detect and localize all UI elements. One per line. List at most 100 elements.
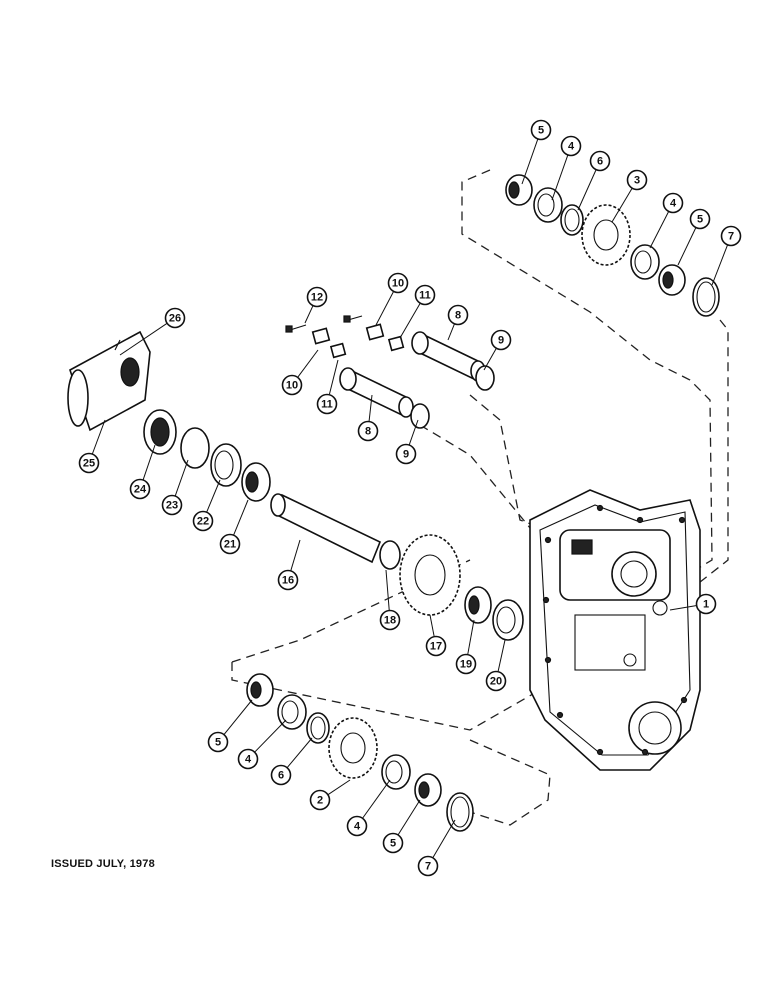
callout-circle — [662, 192, 684, 214]
leader-line — [429, 614, 435, 637]
callout-circle — [219, 533, 241, 555]
leader-line — [551, 155, 569, 201]
leader-line — [92, 419, 106, 454]
callout-number: 21 — [224, 539, 236, 551]
lower-gear-train — [246, 673, 474, 832]
leader-line — [375, 291, 394, 326]
callout-c10b: 10 — [281, 349, 319, 396]
leader-line — [254, 719, 287, 753]
callout-circle — [164, 307, 186, 329]
callout-circle — [455, 653, 477, 675]
seal-ring-7b — [446, 792, 474, 832]
callout-number: 16 — [282, 575, 294, 587]
leader-line — [447, 324, 455, 341]
leader-line — [711, 245, 728, 286]
dashed-reference-lines — [231, 169, 729, 826]
callout-number: 6 — [597, 156, 603, 168]
callout-circle — [192, 510, 214, 532]
callout-c5c: 5 — [207, 699, 253, 753]
callout-number: 5 — [538, 125, 544, 137]
callout-c9b: 9 — [395, 419, 419, 465]
callout-number: 18 — [384, 615, 396, 627]
callout-c7b: 7 — [417, 819, 456, 877]
callout-c4d: 4 — [346, 779, 391, 837]
callout-c18: 18 — [379, 569, 401, 631]
leader-line — [206, 479, 221, 512]
callout-c5a: 5 — [521, 119, 552, 185]
seal-ring-7a — [692, 277, 720, 317]
upper-gear-train — [505, 174, 720, 317]
callout-c11a: 11 — [399, 284, 436, 339]
leader-line — [233, 499, 249, 535]
bearing-cone-5d — [414, 773, 442, 807]
callout-c8a: 8 — [447, 304, 469, 341]
bearing-cone-19 — [464, 586, 492, 624]
callout-number: 25 — [83, 458, 95, 470]
callout-circle — [387, 272, 409, 294]
screw-26 — [114, 339, 121, 351]
bearing-cup-20 — [492, 599, 524, 641]
callout-number: 4 — [354, 821, 361, 833]
callout-circle — [720, 225, 742, 247]
callout-c1: 1 — [669, 593, 717, 615]
callout-c12: 12 — [304, 286, 328, 324]
callout-circle — [382, 832, 404, 854]
callout-circle — [306, 286, 328, 308]
leader-line — [362, 779, 391, 819]
callout-number: 9 — [403, 449, 409, 461]
callout-circle — [316, 393, 338, 415]
leader-line — [119, 323, 167, 356]
bearing-cup-22 — [210, 443, 242, 487]
leader-line — [611, 188, 633, 223]
leader-line — [397, 799, 421, 835]
callout-circle — [560, 135, 582, 157]
shaft-8b — [339, 367, 414, 418]
callout-number: 11 — [321, 399, 333, 411]
callout-circle — [161, 494, 183, 516]
callout-c11b: 11 — [316, 359, 339, 415]
bearing-cup-4d — [381, 754, 411, 790]
callout-number: 8 — [365, 426, 371, 438]
plate-10b — [365, 323, 385, 341]
callout-circle — [414, 284, 436, 306]
callout-c4a: 4 — [551, 135, 582, 201]
issued-date: ISSUED JULY, 1978 — [51, 858, 155, 870]
callout-number: 6 — [278, 770, 284, 782]
plate-10a — [311, 327, 331, 345]
callout-c16: 16 — [277, 539, 301, 591]
leader-line — [223, 699, 253, 735]
callout-c6a: 6 — [577, 150, 611, 211]
callout-c22: 22 — [192, 479, 221, 532]
spacer-18 — [379, 540, 401, 570]
leader-line — [142, 444, 156, 480]
o-ring-9b — [410, 403, 430, 429]
leader-line — [408, 419, 419, 445]
leader-line — [669, 605, 697, 611]
callout-c9a: 9 — [483, 329, 512, 371]
callout-number: 9 — [498, 335, 504, 347]
callout-circle — [425, 635, 447, 657]
callout-number: 12 — [311, 292, 323, 304]
cover-25 — [67, 330, 151, 432]
callout-c6c: 6 — [270, 737, 313, 786]
shaft-16 — [270, 493, 382, 564]
callout-circle — [207, 731, 229, 753]
callout-c20: 20 — [485, 639, 507, 692]
leader-line — [328, 359, 339, 395]
idler-shafts — [285, 315, 495, 429]
gear-3 — [581, 204, 631, 266]
bearing-cup-4a — [533, 187, 563, 223]
callout-number: 1 — [703, 599, 709, 611]
callout-number: 22 — [197, 516, 209, 528]
callout-number: 7 — [425, 861, 431, 873]
bolt-12a — [285, 324, 307, 333]
leader-line — [432, 819, 456, 858]
callout-number: 5 — [697, 214, 703, 226]
callout-c8b: 8 — [357, 394, 379, 442]
leader-line — [521, 139, 539, 185]
leader-line — [297, 349, 319, 378]
plate-11b — [387, 335, 405, 352]
callout-number: 4 — [245, 754, 252, 766]
callout-number: 3 — [634, 175, 640, 187]
